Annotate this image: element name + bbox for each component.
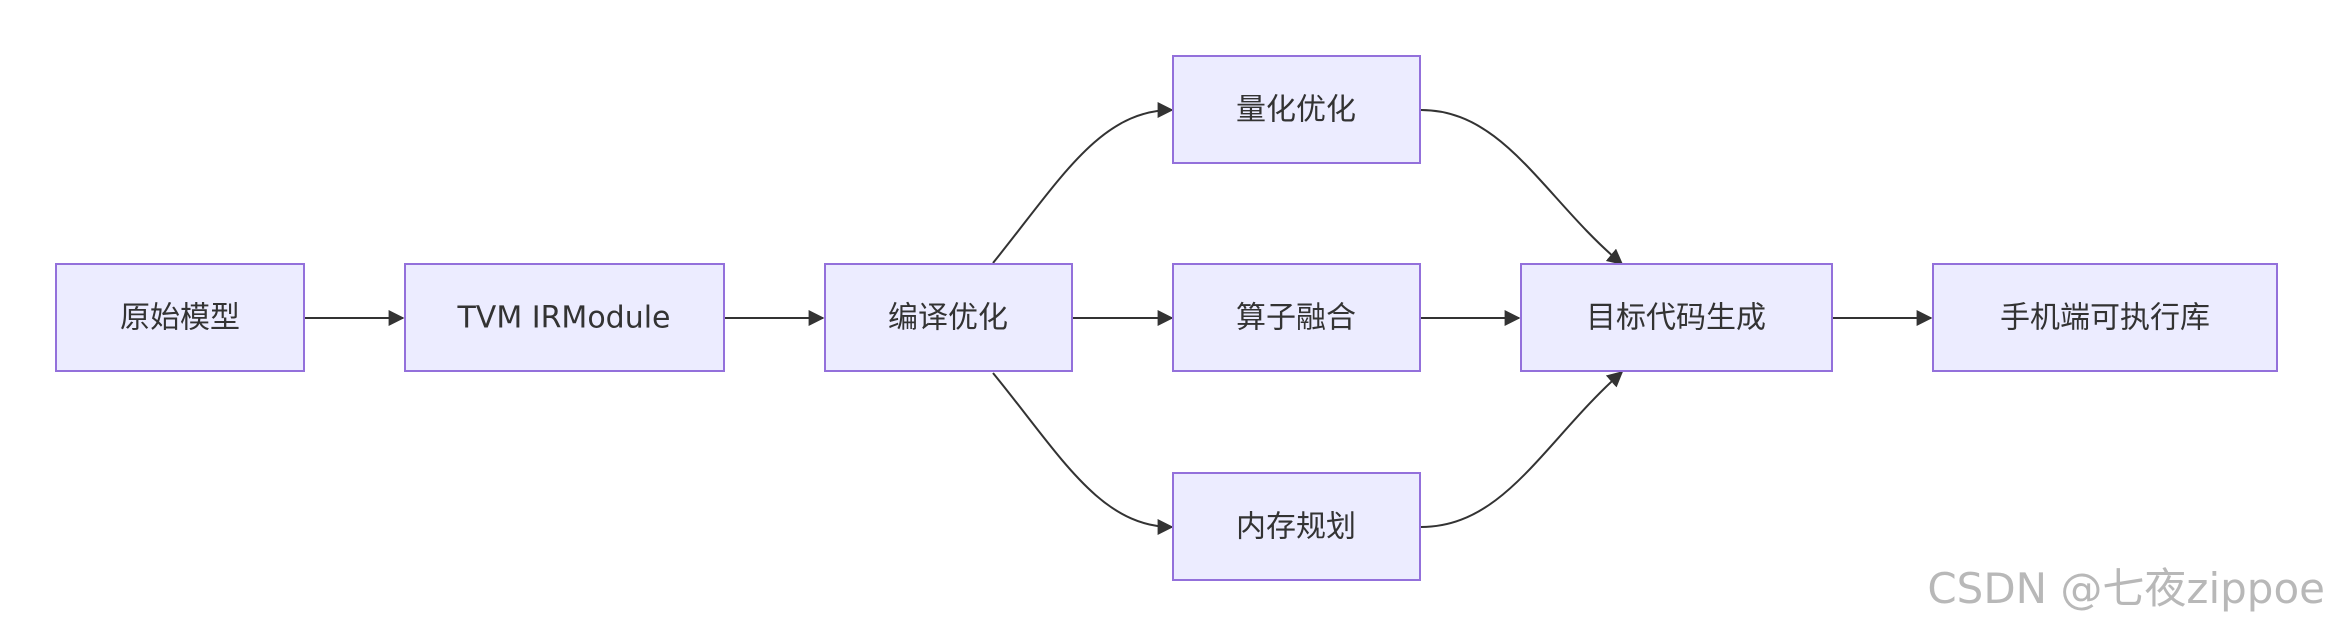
node-memory-label: 内存规划 <box>1236 510 1356 545</box>
node-irmodule-label: TVM IRModule <box>456 301 670 336</box>
node-memory-box <box>1172 472 1421 581</box>
node-irmodule: TVM IRModule <box>404 263 725 372</box>
node-quant: 量化优化 <box>1172 55 1421 164</box>
node-lib-box <box>1932 263 2278 372</box>
node-codegen-label: 目标代码生成 <box>1586 301 1766 336</box>
node-quant-label: 量化优化 <box>1236 93 1356 128</box>
node-memory: 内存规划 <box>1172 472 1421 581</box>
watermark: CSDN @七夜zippoe <box>1927 564 2325 613</box>
node-irmodule-box <box>404 263 725 372</box>
node-codegen: 目标代码生成 <box>1520 263 1833 372</box>
node-quant-box <box>1172 55 1421 164</box>
edge-compile-to-quant <box>992 102 1174 264</box>
node-lib: 手机端可执行库 <box>1932 263 2278 372</box>
node-fusion-box <box>1172 263 1421 372</box>
node-codegen-box <box>1520 263 1833 372</box>
edges <box>305 102 1933 535</box>
node-lib-label: 手机端可执行库 <box>2000 301 2210 336</box>
edge-compile-to-memory <box>992 372 1174 535</box>
node-fusion-label: 算子融合 <box>1236 301 1356 336</box>
node-compile: 编译优化 <box>824 263 1073 372</box>
node-fusion: 算子融合 <box>1172 263 1421 372</box>
edge-memory-to-codegen <box>1420 370 1624 528</box>
node-compile-label: 编译优化 <box>888 301 1008 336</box>
node-model-box <box>55 263 305 372</box>
node-compile-box <box>824 263 1073 372</box>
node-model-label: 原始模型 <box>120 301 240 336</box>
node-model: 原始模型 <box>55 263 305 372</box>
edge-quant-to-codegen <box>1420 109 1624 266</box>
